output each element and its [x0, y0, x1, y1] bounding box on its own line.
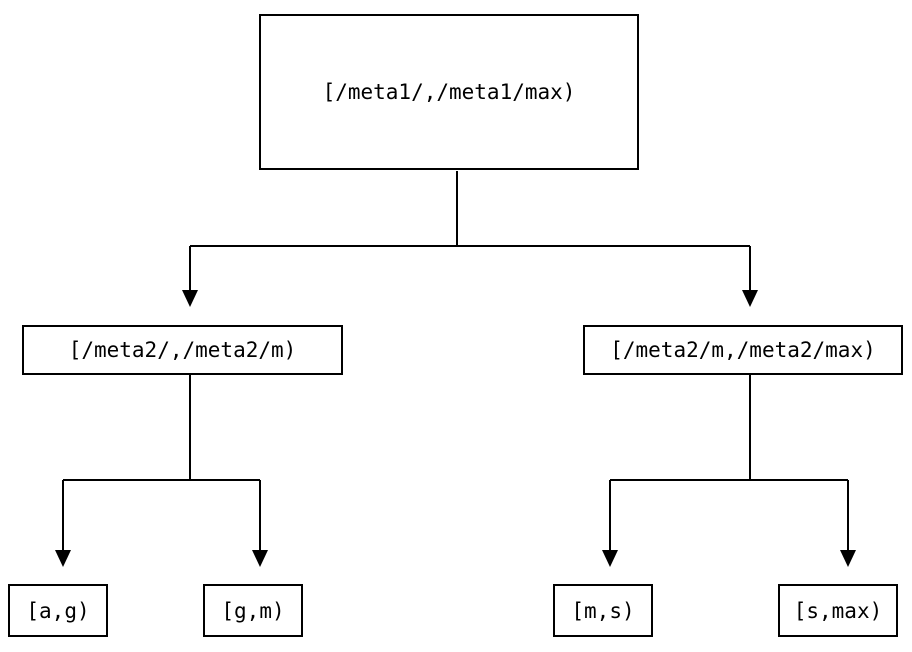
node-label: [/meta2/,/meta2/m)	[68, 338, 297, 362]
node-root-interval: [/meta1/,/meta1/max)	[259, 14, 639, 170]
edge-right-branch-to-leaves	[602, 375, 856, 567]
edge-line	[62, 375, 261, 551]
arrowhead-icon	[55, 550, 71, 567]
node-label: [/meta1/,/meta1/max)	[322, 80, 576, 104]
node-label: [g,m)	[221, 598, 285, 623]
node-leaf-s-max: [s,max)	[778, 584, 898, 637]
arrowhead-icon	[602, 550, 618, 567]
node-leaf-g-m: [g,m)	[203, 584, 303, 637]
node-label: [/meta2/m,/meta2/max)	[610, 338, 876, 362]
node-leaf-a-g: [a,g)	[8, 584, 108, 637]
edge-line	[189, 171, 751, 291]
node-label: [a,g)	[26, 598, 90, 623]
arrowhead-icon	[252, 550, 268, 567]
node-branch-left: [/meta2/,/meta2/m)	[22, 325, 343, 375]
node-label: [m,s)	[571, 598, 635, 623]
node-label: [s,max)	[793, 598, 883, 623]
node-leaf-m-s: [m,s)	[553, 584, 653, 637]
arrowhead-icon	[182, 290, 198, 307]
edge-left-branch-to-leaves	[55, 375, 268, 567]
edge-line	[609, 375, 849, 551]
arrowhead-icon	[742, 290, 758, 307]
node-branch-right: [/meta2/m,/meta2/max)	[583, 325, 903, 375]
arrowhead-icon	[840, 550, 856, 567]
edge-root-to-branches	[182, 171, 758, 307]
